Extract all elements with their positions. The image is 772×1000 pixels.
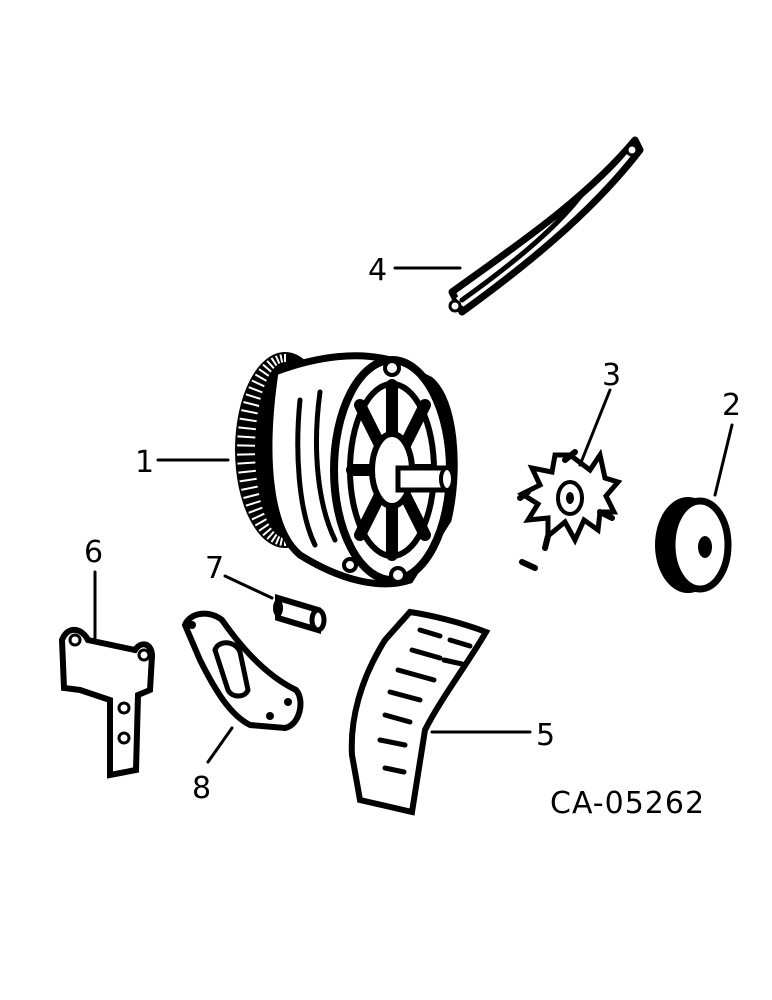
housing-fin [279,354,284,363]
housing-fin [245,500,261,507]
callout-5: 5 [536,718,555,753]
housing-fin [258,368,270,377]
housing-fin [270,533,278,543]
housing-fin [238,426,256,431]
fan-part [516,448,623,571]
housing-fin [254,373,267,382]
housing-fin [266,531,275,540]
housing-fin [239,417,257,423]
callout-8: 8 [192,771,211,806]
housing-fin [241,409,258,415]
housing-fin [239,477,257,483]
housing-fin [262,363,272,373]
housing-fin [279,537,284,546]
housing-fin [258,523,270,532]
housing-fin [251,379,265,388]
housing-fin [262,527,272,537]
callout-2: 2 [722,388,741,423]
mounting-bracket-part [58,626,156,779]
callout-4: 4 [368,253,387,288]
adjusting-strap-part [448,136,644,316]
housing-fin [237,435,256,439]
callout-3: 3 [602,358,621,393]
housing-fin [266,360,275,369]
housing-fin [274,536,281,545]
figure-id: CA-05262 [550,786,705,821]
spacer-part [273,593,327,635]
pulley-part [655,497,732,593]
callout-1: 1 [135,445,154,480]
housing-fin [243,493,260,499]
callouts: 1 2 3 4 5 6 7 8 [84,253,741,806]
housing-fin [237,461,256,465]
brace-part [181,610,304,732]
housing-fin [248,386,263,394]
shield-part [348,608,491,816]
housing-fin [241,485,258,491]
housing-fin [245,393,261,400]
callout-7: 7 [205,551,224,586]
alternator-part [235,352,458,588]
housing-fin [274,355,281,364]
leader-lines [93,266,734,764]
housing-fin [243,401,260,407]
housing-fin [251,512,265,521]
housing-fin [254,518,267,527]
housing-fin [238,469,256,474]
callout-6: 6 [84,535,103,570]
housing-fin [248,506,263,514]
housing-fin [270,357,278,367]
